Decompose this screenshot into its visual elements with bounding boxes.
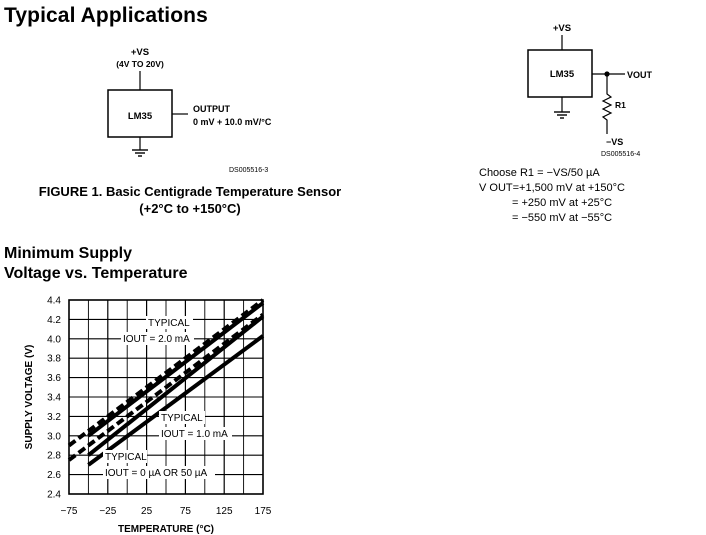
fig2-vout-label: VOUT <box>627 70 653 80</box>
x-tick-label: 75 <box>180 506 192 517</box>
y-tick-label: 3.8 <box>47 354 61 365</box>
fig1-supply-label: +VS <box>131 47 149 58</box>
fig1-output-label: OUTPUT <box>193 104 231 114</box>
y-tick-label: 4.0 <box>47 334 61 345</box>
annotation-bg <box>103 450 147 463</box>
annotation-label: IOUT = 2.0 mA <box>123 334 190 345</box>
fig2-chip-box <box>527 49 593 98</box>
fig2-neg-supply-label: −VS <box>606 137 623 147</box>
annotation-bg <box>159 427 232 440</box>
fig1-output-range: 0 mV + 10.0 mV/°C <box>193 117 272 127</box>
x-tick-label: 25 <box>141 506 153 517</box>
fig1-chip-label: LM35 <box>128 111 153 122</box>
y-axis-label: SUPPLY VOLTAGE (V) <box>24 345 35 450</box>
graph-heading-line2: Voltage vs. Temperature <box>4 265 188 282</box>
chart-series <box>67 298 265 467</box>
series-line-dashed <box>67 298 265 448</box>
figure2-schematic: +VS LM35 VOUT R1 −VS <box>527 23 653 147</box>
ground-icon <box>554 111 570 119</box>
y-tick-label: 4.2 <box>47 315 61 326</box>
annotation-bg <box>159 411 205 424</box>
fig2-note-line2: V OUT=+1,500 mV at +150°C <box>479 182 625 194</box>
x-axis-label: TEMPERATURE (°C) <box>118 524 214 535</box>
series-line <box>87 301 265 438</box>
figure1-caption-line2: (+2°C to +150°C) <box>139 201 241 216</box>
graph-heading-line1: Minimum Supply <box>4 245 132 262</box>
fig1-supply-range: (4V TO 20V) <box>116 59 164 69</box>
annotation-bg <box>146 316 193 329</box>
annotation-label: IOUT = 1.0 mA <box>161 429 228 440</box>
figure1-caption-line1: FIGURE 1. Basic Centigrade Temperature S… <box>38 184 342 199</box>
annotation-label: TYPICAL <box>148 318 190 329</box>
annotation-label: IOUT = 0 µA OR 50 µA <box>105 468 208 479</box>
x-tick-label: 125 <box>216 506 233 517</box>
x-tick-label: −25 <box>99 506 116 517</box>
fig2-ds-code: DS005516-4 <box>601 151 641 158</box>
y-tick-label: 4.4 <box>47 296 61 307</box>
annotation-bg <box>103 466 215 479</box>
annotation-label: TYPICAL <box>105 452 147 463</box>
fig2-chip-label: LM35 <box>550 69 575 80</box>
ground-icon <box>132 149 148 157</box>
chart-annotations: TYPICAL IOUT = 2.0 mA TYPICAL IOUT = 1.0 mA… <box>103 316 232 479</box>
x-tick-label: −75 <box>61 506 78 517</box>
y-tick-label: 3.4 <box>47 393 61 404</box>
y-tick-label: 3.0 <box>47 431 61 442</box>
chart-grid <box>68 299 264 495</box>
annotation-label: TYPICAL <box>161 413 203 424</box>
series-line <box>87 314 265 457</box>
fig2-supply-label: +VS <box>553 23 571 34</box>
fig2-note-line1: Choose R1 = −VS/50 µA <box>479 167 600 179</box>
fig2-r1-label: R1 <box>615 100 626 110</box>
min-supply-voltage-chart: 2.4 2.6 2.8 3.0 3.2 3.4 3.6 3.8 4.0 4.2 4.4 −75 −25 2… <box>24 296 272 535</box>
chart-tick-labels: 2.4 2.6 2.8 3.0 3.2 3.4 3.6 3.8 4.0 4.2 4.4 −75 −25 2… <box>47 296 272 518</box>
y-tick-label: 3.2 <box>47 412 61 423</box>
y-tick-label: 3.6 <box>47 373 61 384</box>
graph-heading: Minimum Supply Voltage vs. Temperature <box>4 244 187 284</box>
x-tick-label: 175 <box>255 506 272 517</box>
annotation-bg <box>121 332 194 345</box>
series-line <box>87 334 265 467</box>
figure1-schematic: +VS (4V TO 20V) LM35 OUTPUT 0 mV + 10.0 … <box>107 47 272 157</box>
y-tick-label: 2.4 <box>47 490 61 501</box>
fig1-ds-code: DS005516-3 <box>229 167 269 174</box>
page-title: Typical Applications <box>4 4 208 27</box>
y-tick-label: 2.8 <box>47 451 61 462</box>
y-tick-label: 2.6 <box>47 470 61 481</box>
fig2-note-line3: = +250 mV at +25°C <box>512 197 613 209</box>
fig2-note-line4: = −550 mV at −55°C <box>512 212 613 224</box>
series-line-dashed <box>67 312 265 462</box>
resistor-icon <box>601 74 613 134</box>
